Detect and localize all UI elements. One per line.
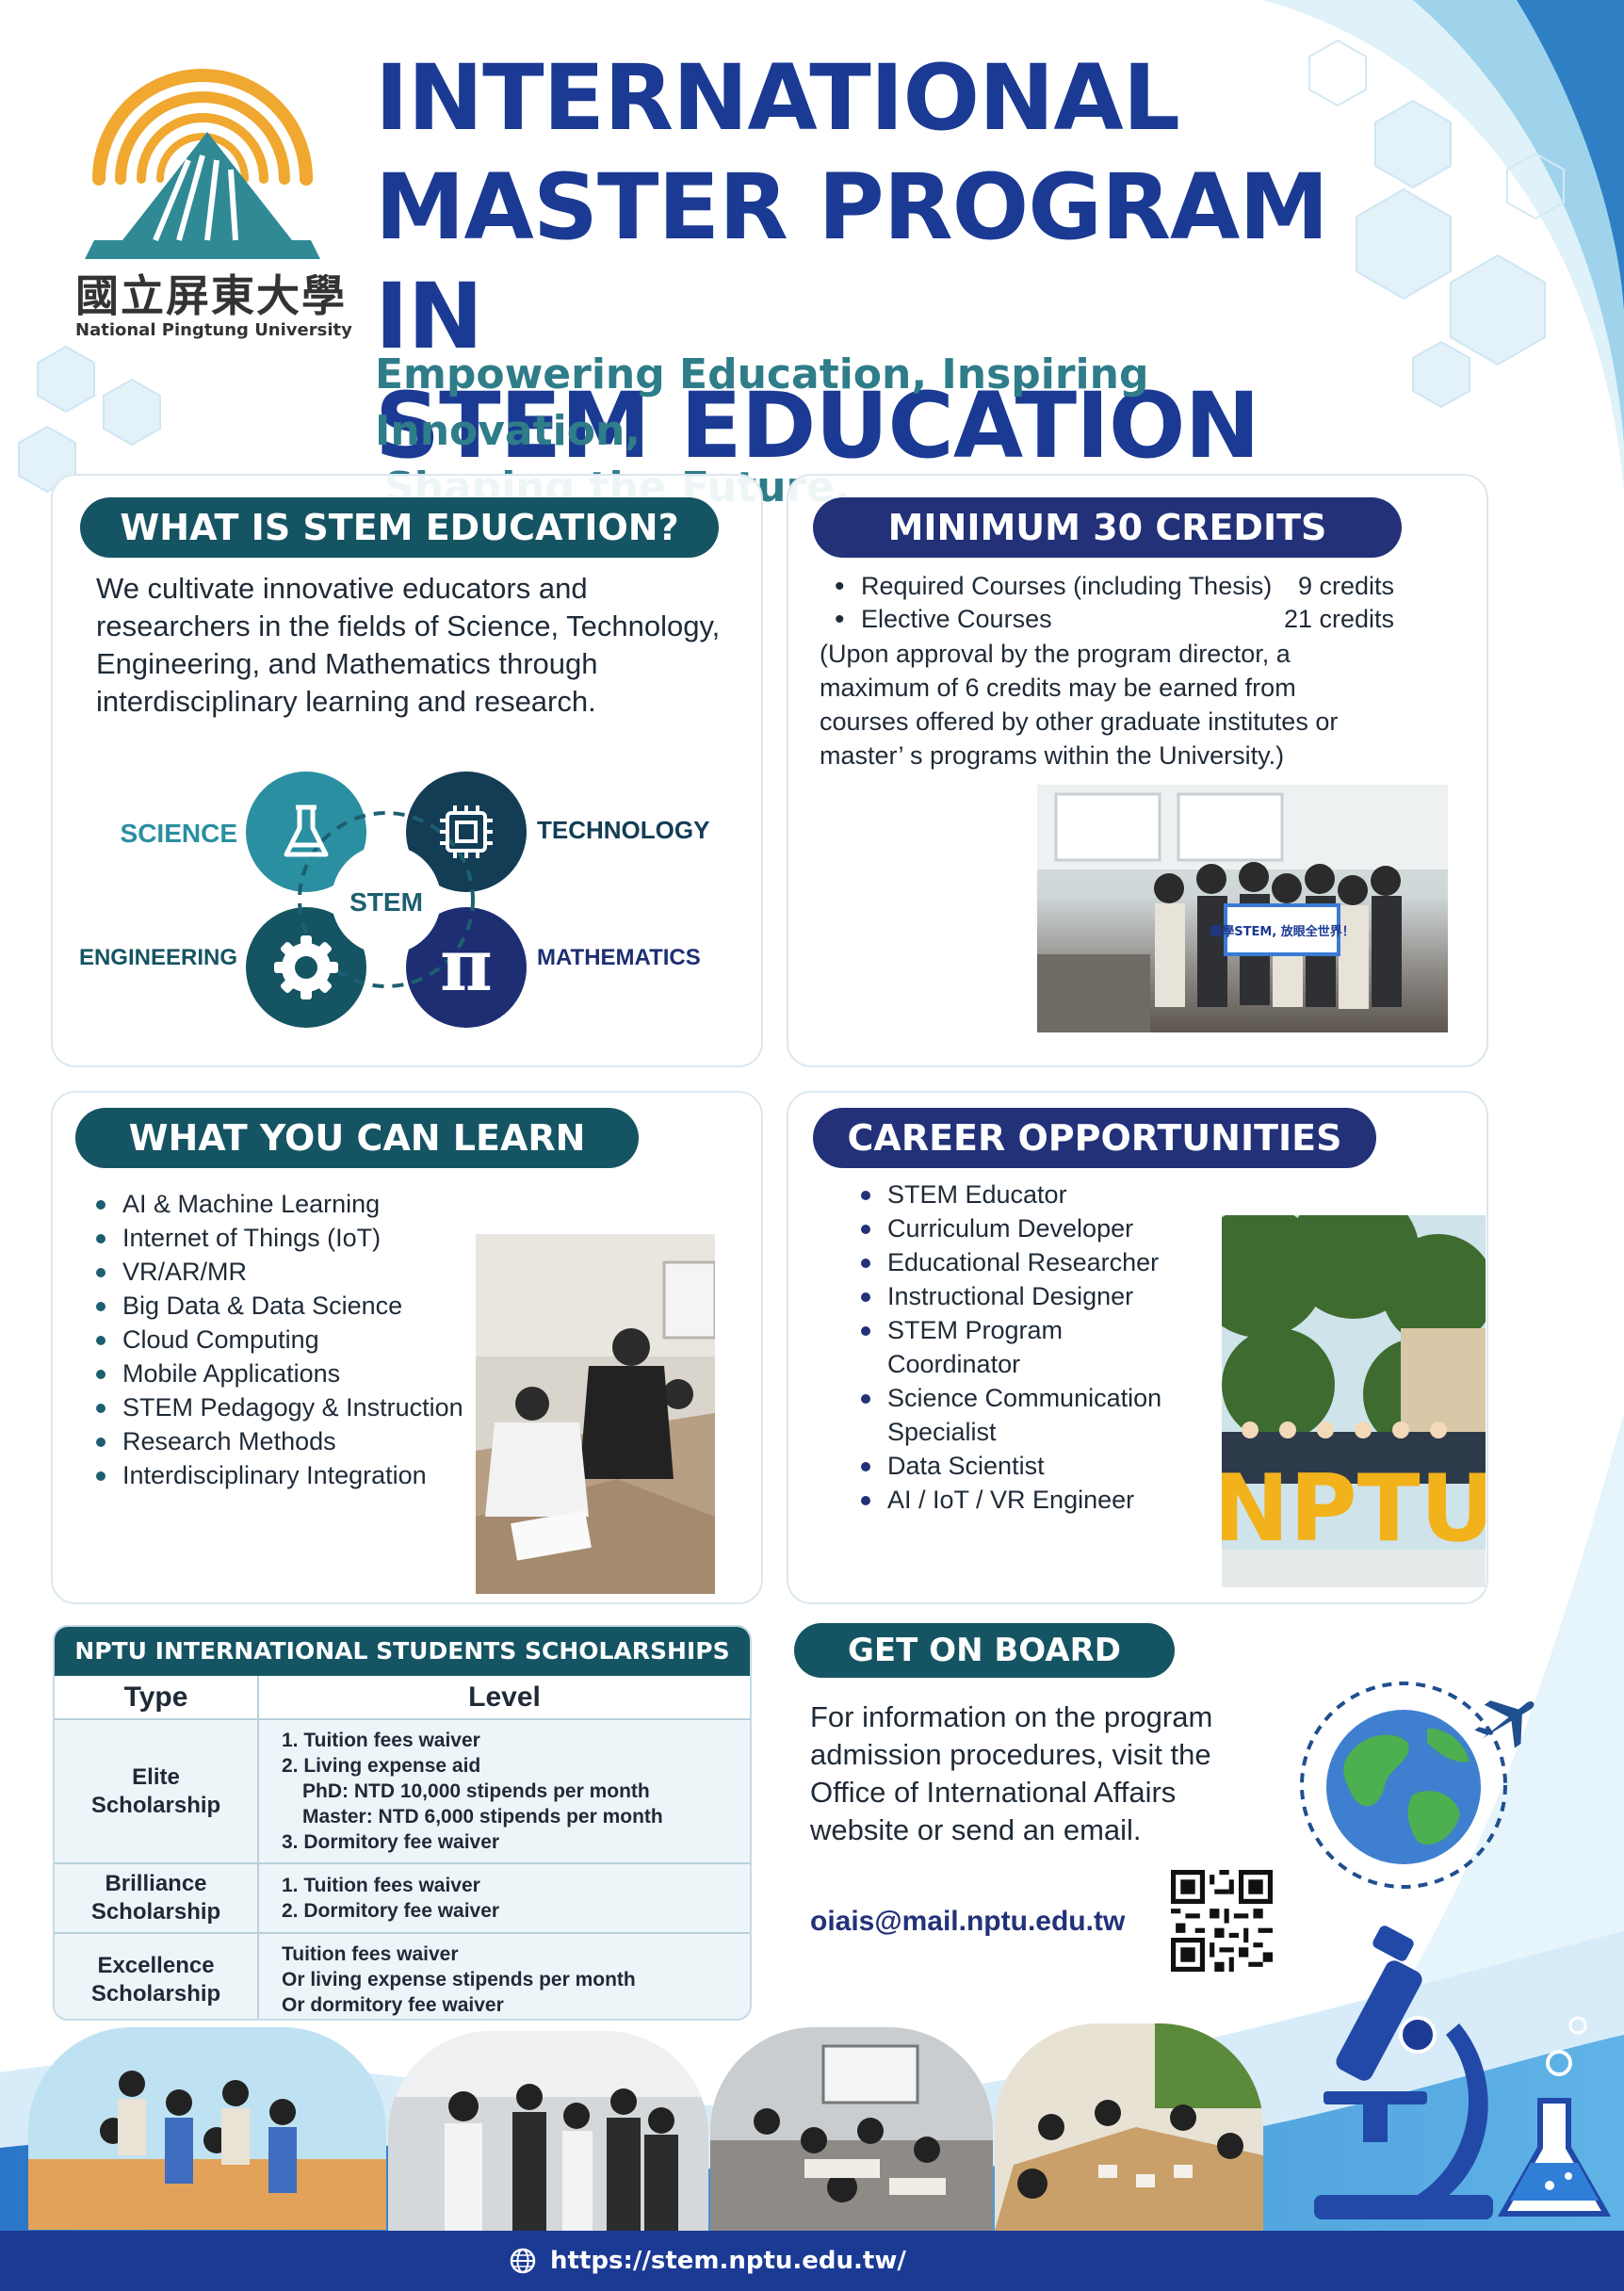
career-item-text: Coordinator: [887, 1350, 1021, 1378]
credit-value: 21 credits: [1283, 605, 1394, 633]
career-item-text: AI / IoT / VR Engineer: [887, 1486, 1135, 1514]
stem-heading: WHAT IS STEM EDUCATION?: [80, 497, 719, 558]
credit-value: 9 credits: [1297, 572, 1394, 600]
chip-icon: [440, 805, 493, 858]
title-line: STEM EDUCATION: [375, 373, 1260, 479]
activity-photo-3: [710, 2027, 993, 2231]
credits-heading: MINIMUM 30 CREDITS: [813, 497, 1402, 558]
career-list: STEM Educator Curriculum Developer Educa…: [859, 1178, 1217, 1517]
page-title: INTERNATIONAL MASTER PROGRAM IN STEM EDU…: [375, 43, 1392, 480]
scholarship-level: 1. Tuition fees waiver 2. Living expense…: [258, 1718, 750, 1863]
globe-icon: [510, 2248, 536, 2274]
technology-circle: [406, 772, 527, 892]
pi-icon: π: [440, 923, 493, 1007]
list-item: Cloud Computing: [94, 1323, 490, 1357]
board-heading: GET ON BOARD: [794, 1623, 1175, 1678]
list-item: Big Data & Data Science: [94, 1289, 490, 1323]
university-english-name: National Pingtung University: [75, 320, 352, 340]
credit-label: Elective Courses: [861, 605, 1052, 633]
title-line: INTERNATIONAL: [375, 45, 1180, 151]
career-item-text: STEM Program: [887, 1316, 1064, 1344]
learn-heading: WHAT YOU CAN LEARN: [75, 1108, 639, 1168]
list-item: Internet of Things (IoT): [94, 1221, 490, 1255]
career-item-text: Specialist: [887, 1418, 997, 1446]
career-item-text: Science Communication: [887, 1384, 1162, 1412]
career-heading: CAREER OPPORTUNITIES: [813, 1108, 1376, 1168]
activity-photo-4: [995, 2023, 1263, 2231]
career-item-text: Educational Researcher: [887, 1248, 1160, 1276]
learn-list: AI & Machine Learning Internet of Things…: [94, 1187, 490, 1492]
scholarship-level: 1. Tuition fees waiver 2. Dormitory fee …: [258, 1862, 750, 1933]
board-description: For information on the program admission…: [810, 1700, 1213, 1846]
students-working-photo: [476, 1234, 715, 1594]
stem-description: We cultivate innovative educators and re…: [96, 572, 721, 718]
credit-label: Required Courses (including Thesis): [861, 572, 1273, 600]
photo-sign-text: NPTU: [1222, 1455, 1486, 1563]
globe-airplane-icon: [1300, 1682, 1535, 1889]
list-item: AI & Machine Learning: [94, 1187, 490, 1221]
list-item: Research Methods: [94, 1424, 490, 1458]
technology-label: TECHNOLOGY: [537, 816, 709, 844]
list-item: Instructional Designer: [859, 1279, 1217, 1313]
gear-icon: [274, 935, 338, 999]
list-item: Educational Researcher: [859, 1245, 1217, 1279]
classroom-group-photo: 趣學STEM, 放眼全世界！: [1037, 785, 1448, 1032]
activity-photo-1: [28, 2027, 386, 2230]
list-item: AI / IoT / VR Engineer: [859, 1483, 1217, 1517]
university-chinese-name: 國立屏東大學: [75, 270, 347, 321]
science-label: SCIENCE: [121, 819, 237, 848]
list-item: Mobile Applications: [94, 1357, 490, 1390]
footer-bar: [0, 2231, 1624, 2291]
credits-list: Required Courses (including Thesis) 9 cre…: [829, 570, 1394, 636]
list-item: VR/AR/MR: [94, 1255, 490, 1289]
mathematics-circle: [406, 907, 527, 1028]
career-item-text: Data Scientist: [887, 1452, 1045, 1480]
scholarship-table-card: NPTU INTERNATIONAL STUDENTS SCHOLARSHIPS…: [53, 1625, 752, 2021]
qr-code[interactable]: [1171, 1870, 1273, 1972]
list-item: Curriculum Developer: [859, 1211, 1217, 1245]
science-circle: [246, 772, 366, 892]
scholarship-heading: NPTU INTERNATIONAL STUDENTS SCHOLARSHIPS: [55, 1627, 750, 1676]
column-header: Level: [258, 1676, 750, 1720]
airplane-icon: [1474, 1700, 1535, 1748]
list-item: STEM Pedagogy & Instruction: [94, 1390, 490, 1424]
table-header-row: Type Level: [55, 1676, 750, 1720]
credits-note: (Upon approval by the program director, …: [820, 640, 1339, 770]
list-item: STEM Educator: [859, 1178, 1217, 1211]
graduation-photo: NPTU: [1222, 1215, 1486, 1587]
website-url: https://stem.nptu.edu.tw/: [550, 2247, 906, 2275]
list-item: Data Scientist: [859, 1449, 1217, 1483]
scholarship-level: Tuition fees waiver Or living expense st…: [258, 1932, 750, 2019]
career-item-text: Curriculum Developer: [887, 1214, 1134, 1243]
mathematics-label: MATHEMATICS: [537, 945, 701, 970]
career-item-text: Instructional Designer: [887, 1282, 1134, 1310]
photo-sign-text: 趣學STEM, 放眼全世界！: [1209, 924, 1355, 939]
credit-item: Required Courses (including Thesis) 9 cre…: [829, 570, 1394, 603]
column-header: Type: [55, 1676, 259, 1720]
engineering-label: ENGINEERING: [79, 945, 237, 970]
credit-item: Elective Courses 21 credits: [829, 603, 1394, 636]
title-line: MASTER PROGRAM IN: [375, 154, 1329, 369]
contact-email-link[interactable]: oiais@mail.nptu.edu.tw: [810, 1906, 1126, 1937]
career-item-text: STEM Educator: [887, 1180, 1067, 1209]
activity-photo-2: [388, 2031, 708, 2231]
microscope-flask-illustration: [1314, 1925, 1612, 2219]
list-item: Interdisciplinary Integration: [94, 1458, 490, 1492]
stem-diagram: π STEM SCIENCE TECHNOLOGY ENGINEERING MA…: [79, 772, 709, 1028]
website-link[interactable]: https://stem.nptu.edu.tw/: [509, 2242, 906, 2280]
flask-icon: [284, 804, 329, 857]
stem-center-label: STEM: [349, 887, 423, 917]
subtitle-line: Empowering Education, Inspiring Innovati…: [375, 350, 1149, 455]
university-logo: 國立屏東大學 National Pingtung University: [66, 47, 352, 349]
